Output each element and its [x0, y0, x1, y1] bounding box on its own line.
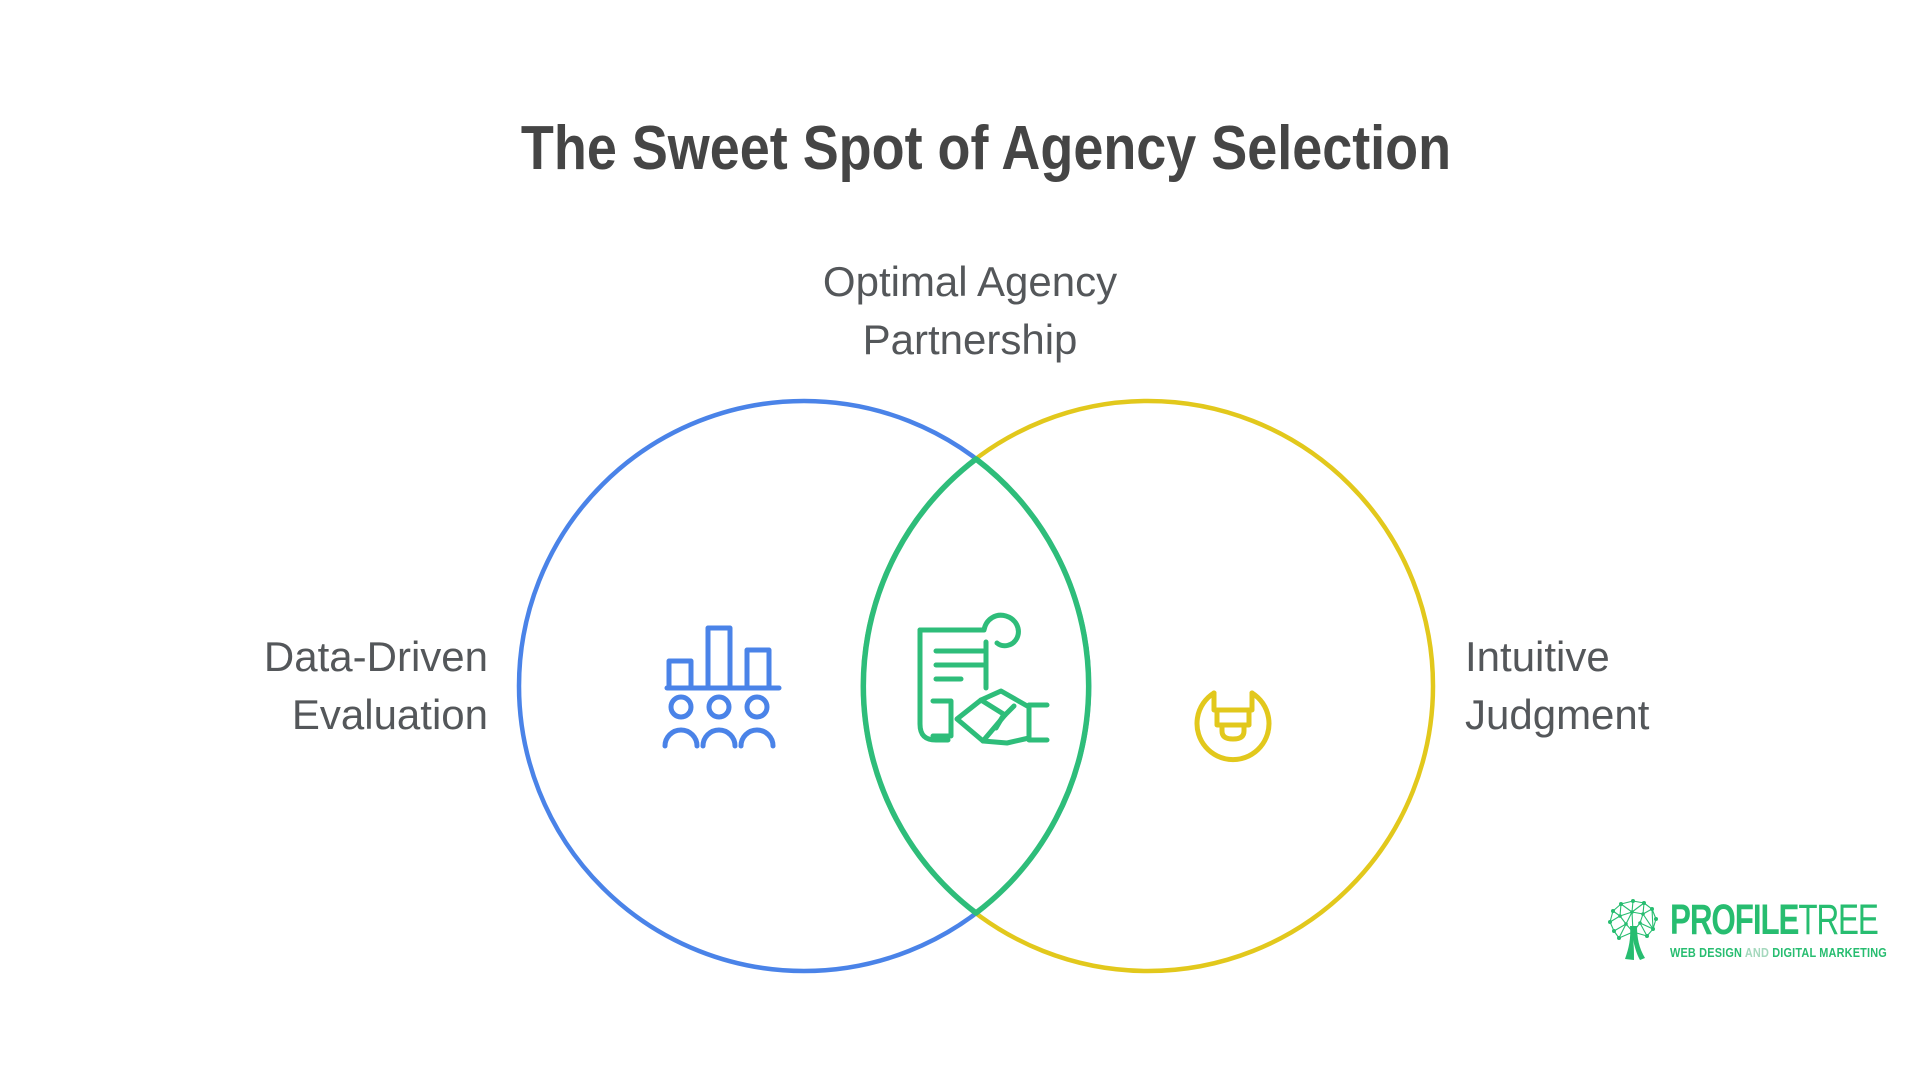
person-body-3	[738, 727, 776, 749]
right-circle-label-line2: Judgment	[1465, 691, 1650, 738]
person-body-2	[700, 727, 738, 749]
lightbulb-icon	[1194, 690, 1272, 763]
bar-chart-team-icon	[662, 625, 782, 749]
contract-handshake-icon	[917, 612, 1050, 746]
brand-part-tree: TREE	[1798, 896, 1878, 944]
overlap-lens-left-arc	[860, 456, 979, 916]
bulb-glass	[1194, 690, 1272, 763]
profiletree-tree-icon	[1608, 899, 1658, 960]
person-body-1	[662, 727, 700, 749]
bar-short	[666, 658, 694, 691]
person-head-3	[744, 694, 770, 720]
overlap-label-line2: Partnership	[862, 316, 1078, 363]
handshake-finger	[993, 713, 1006, 731]
person-head-1	[668, 694, 694, 720]
person-head-2	[706, 694, 732, 720]
document-scroll-curl	[917, 612, 1021, 649]
left-circle-label-line1: Data-Driven	[263, 633, 488, 680]
tagline-and: AND	[1744, 945, 1770, 960]
handshake-left-sleeve	[930, 698, 954, 739]
handshake-thumb	[1002, 703, 1017, 718]
right-circle-label-line1: Intuitive	[1465, 633, 1610, 680]
handshake-right-sleeve	[1026, 702, 1050, 743]
handshake-right-hand-bottom	[980, 735, 1032, 746]
page-title: The Sweet Spot of Agency Selection	[520, 114, 1452, 183]
bulb-collar	[1214, 707, 1252, 728]
tree-network-nodes	[1608, 899, 1658, 940]
brand-wordmark: PROFILETREE	[1670, 896, 1879, 944]
profiletree-logo: PROFILETREE WEB DESIGN AND DIGITAL MARKE…	[1607, 896, 1887, 976]
tagline-web-design: WEB DESIGN	[1670, 945, 1743, 960]
handshake-right-hand-top	[978, 688, 1032, 710]
bulb-neck	[1211, 690, 1255, 713]
overlap-label-line1: Optimal Agency	[822, 258, 1118, 305]
brand-part-profile: PROFILE	[1670, 896, 1799, 944]
brand-tagline: WEB DESIGN AND DIGITAL MARKETING	[1670, 945, 1887, 960]
left-circle-label: Data-Driven Evaluation	[120, 628, 488, 744]
overlap-label: Optimal Agency Partnership	[670, 253, 1270, 369]
tree-trunk	[1625, 926, 1645, 960]
document-left-edge	[917, 627, 951, 743]
bulb-base	[1219, 722, 1247, 742]
overlap-lens-right-arc	[973, 456, 1092, 916]
tagline-digital-marketing: DIGITAL MARKETING	[1772, 945, 1887, 960]
left-circle-label-line2: Evaluation	[291, 691, 488, 738]
bar-tall	[705, 625, 733, 691]
bar-medium	[744, 647, 772, 691]
right-circle-label: Intuitive Judgment	[1465, 628, 1845, 744]
